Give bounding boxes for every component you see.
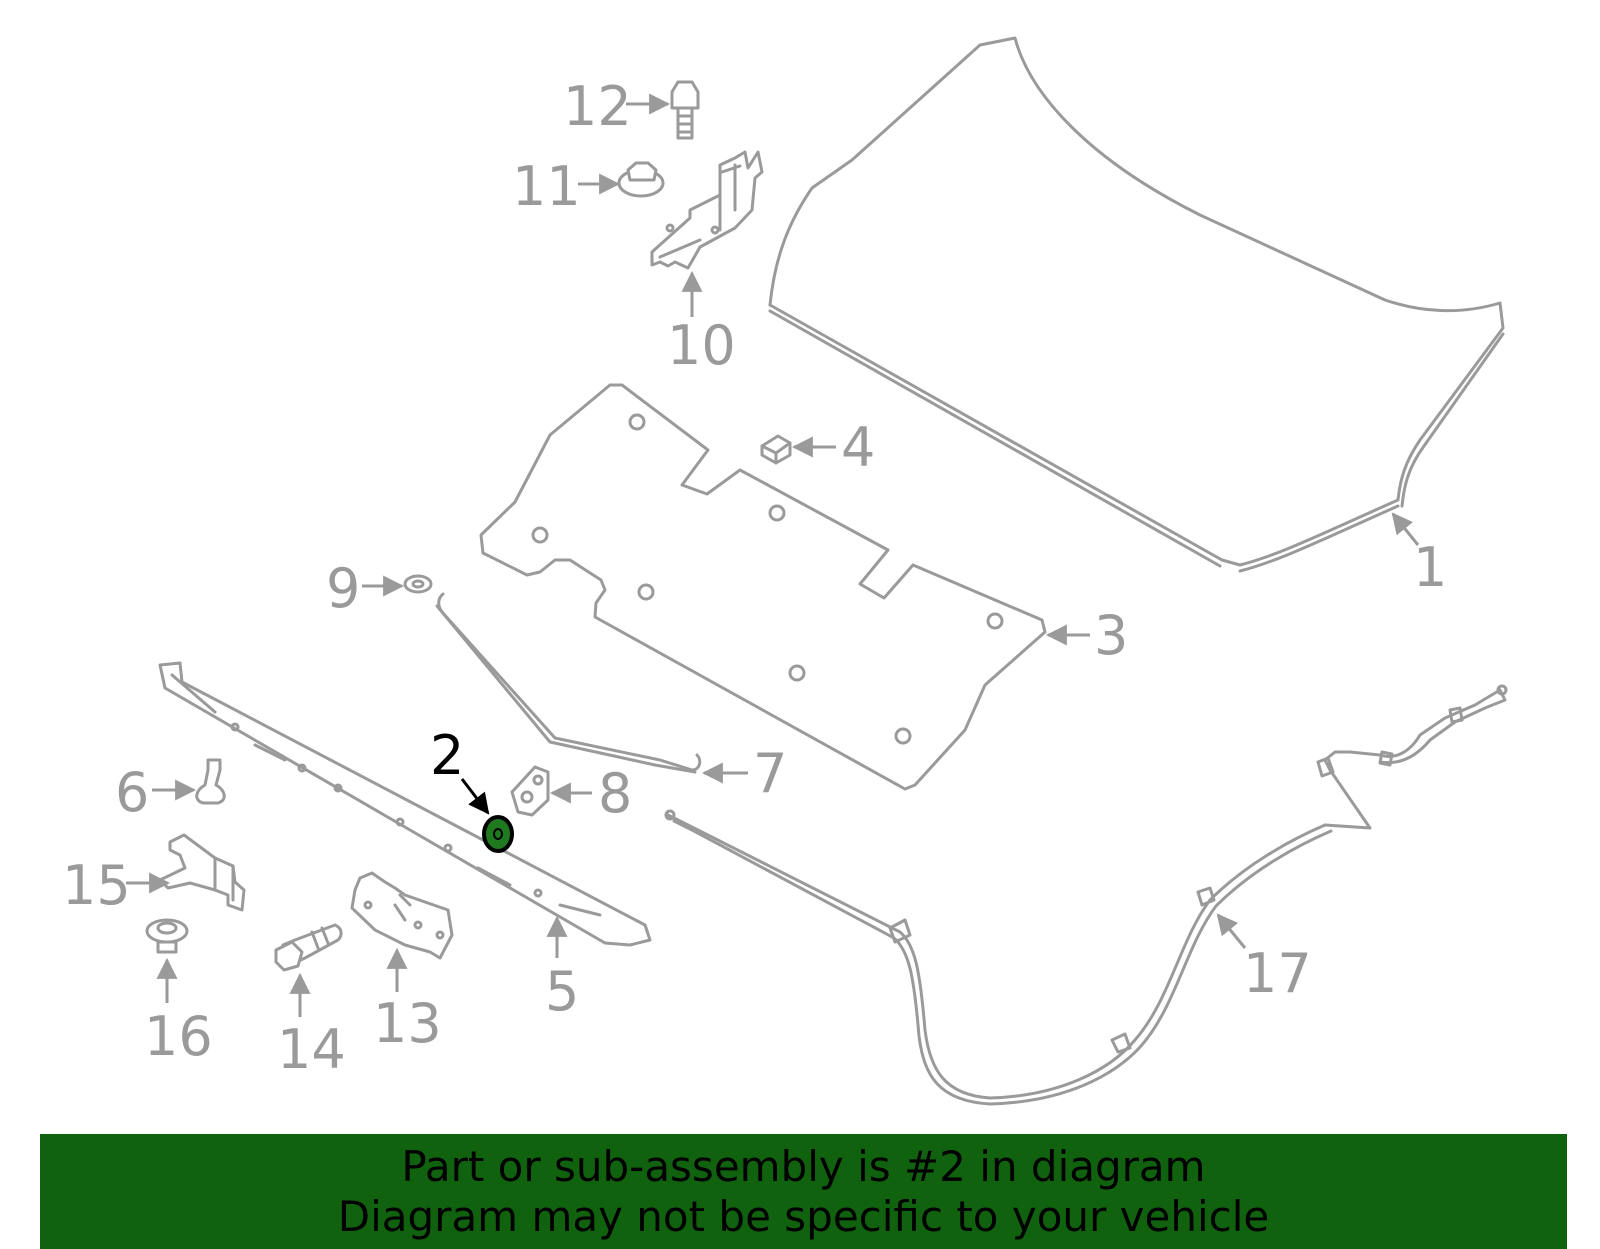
part-5-seal-strip: [158, 661, 652, 947]
callout-13: 13: [373, 947, 442, 1055]
callout-2: 2: [430, 724, 490, 815]
part-4-clip: [760, 434, 792, 465]
part-6-push-clip: [195, 758, 226, 805]
callout-1: 1: [1391, 512, 1447, 599]
part-8-bracket: [510, 765, 550, 817]
callout-1-label: 1: [1413, 536, 1447, 599]
callout-17-label: 17: [1243, 942, 1312, 1005]
part-10-hinge: [650, 150, 764, 270]
banner-line-2: Diagram may not be specific to your vehi…: [337, 1191, 1270, 1241]
callout-7: 7: [701, 742, 787, 805]
callout-16: 16: [144, 957, 213, 1068]
part-3-insulator: [479, 383, 1047, 791]
callout-11: 11: [512, 155, 621, 218]
callout-3: 3: [1045, 604, 1128, 667]
part-14-bolt: [274, 923, 343, 972]
callout-5-label: 5: [545, 960, 579, 1023]
part-2-bumper: [482, 815, 514, 853]
callout-10: 10: [667, 270, 736, 377]
part-17-release-cable: [664, 684, 1508, 1106]
callout-6-label: 6: [115, 761, 149, 824]
callout-15: 15: [62, 854, 171, 917]
part-12-bolt: [670, 80, 700, 140]
part-13-latch-plate: [350, 871, 454, 960]
info-banner: Part or sub-assembly is #2 in diagram Di…: [40, 1134, 1567, 1249]
banner-line-1: Part or sub-assembly is #2 in diagram: [401, 1141, 1206, 1191]
part-16-clip-nut: [145, 918, 189, 954]
callout-15-label: 15: [62, 854, 131, 917]
callout-4: 4: [791, 416, 875, 479]
callout-3-label: 3: [1094, 604, 1128, 667]
callout-14: 14: [277, 972, 346, 1081]
callout-5: 5: [545, 915, 579, 1023]
part-9-grommet: [403, 574, 433, 594]
callout-2-label: 2: [430, 724, 464, 787]
callout-11-label: 11: [512, 155, 581, 218]
callout-16-label: 16: [144, 1005, 213, 1068]
part-11-nut: [617, 161, 665, 198]
callout-10-label: 10: [667, 314, 736, 377]
callout-12: 12: [563, 75, 671, 138]
callout-8: 8: [549, 762, 632, 825]
callout-13-label: 13: [373, 992, 442, 1055]
part-15-bracket: [158, 833, 246, 912]
callout-8-label: 8: [598, 762, 632, 825]
part-7-support-rod: [435, 592, 702, 774]
callout-6: 6: [115, 761, 197, 824]
callout-17: 17: [1216, 913, 1312, 1005]
callout-14-label: 14: [277, 1018, 346, 1081]
callout-12-label: 12: [563, 75, 632, 138]
parts-diagram: 1 2 3 4 5 6 7 8 9 10 11 12: [62, 36, 1508, 1106]
callout-4-label: 4: [841, 416, 875, 479]
callout-9: 9: [326, 557, 405, 620]
callout-7-label: 7: [753, 742, 787, 805]
part-1-hood: [768, 36, 1505, 573]
callout-9-label: 9: [326, 557, 360, 620]
